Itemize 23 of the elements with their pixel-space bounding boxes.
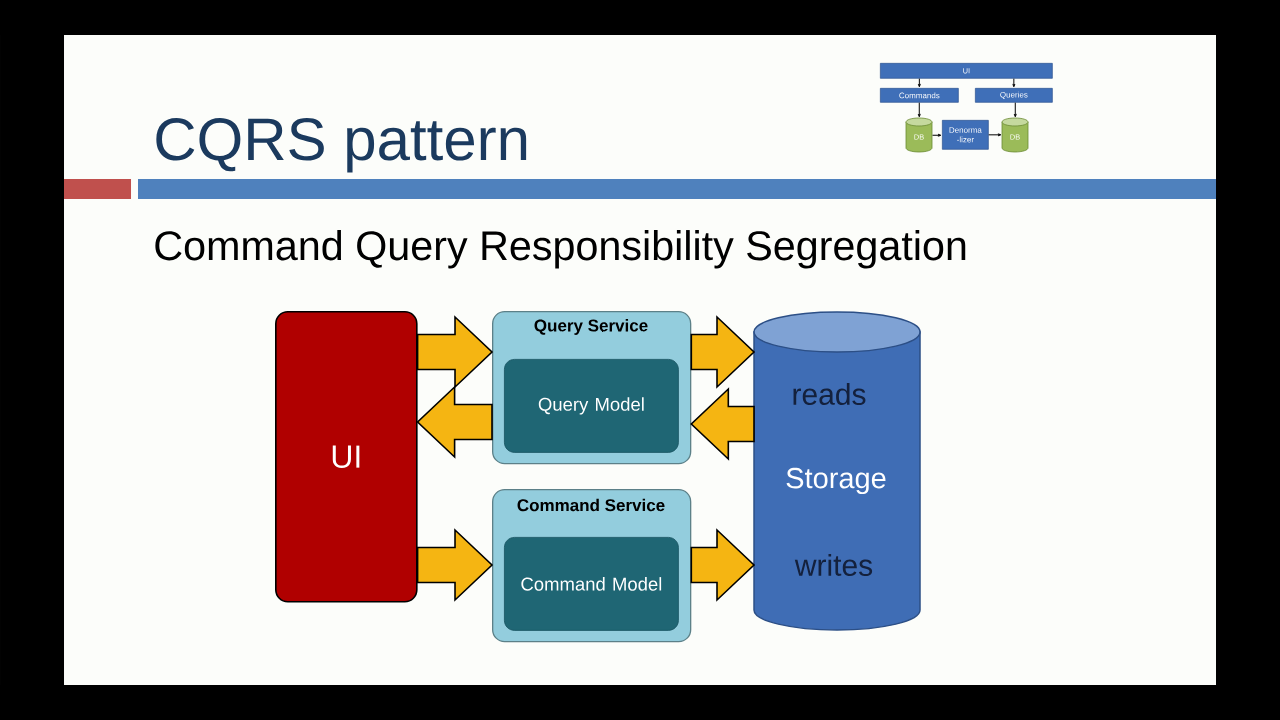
- diagram-box: Denorma -lizer: [942, 120, 989, 150]
- block-arrow: [690, 315, 756, 389]
- arrow: [917, 102, 921, 118]
- arrow: [1012, 78, 1016, 88]
- diagram-box: Commands: [880, 88, 959, 103]
- storage-cylinder: reads Storage writes: [753, 311, 921, 631]
- block-arrow: [690, 387, 755, 461]
- cylinder-label: reads: [793, 382, 866, 405]
- diagram-box: Queries: [975, 88, 1053, 103]
- model-box: Command Model: [504, 537, 679, 631]
- slide-title: CQRS pattern: [156, 118, 527, 173]
- block-arrow: [416, 315, 494, 389]
- arrow: [1013, 102, 1017, 118]
- arrow: [917, 78, 921, 88]
- cylinder-label: writes: [794, 553, 873, 576]
- arrow: [932, 133, 942, 137]
- block-arrow: [690, 528, 756, 602]
- model-box: Query Model: [504, 359, 679, 453]
- subtitle: Command Query Responsibility Segregation: [155, 230, 966, 269]
- arrow: [988, 133, 1002, 137]
- ui-box: UI: [275, 310, 418, 603]
- block-arrow: [416, 385, 493, 459]
- block-arrow: [416, 528, 494, 602]
